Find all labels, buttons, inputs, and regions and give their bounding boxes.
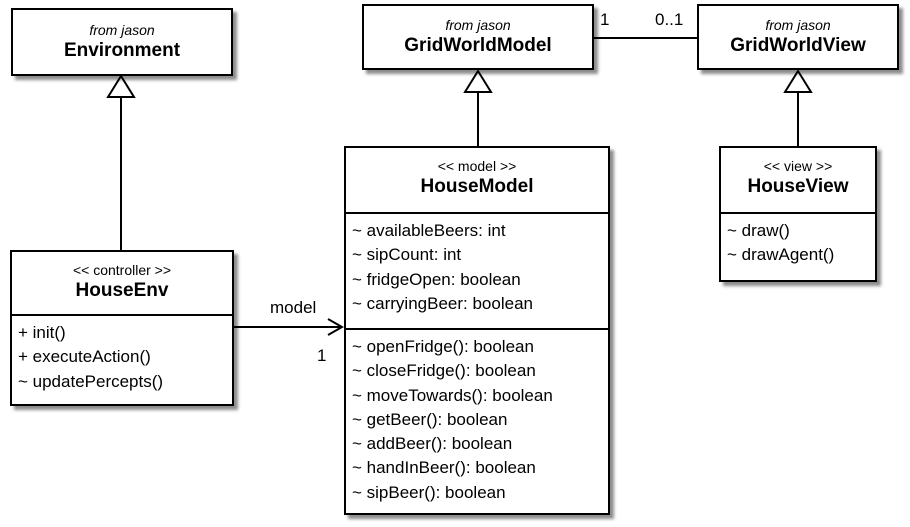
methods-section: + init() + executeAction() ~ updatePerce… xyxy=(12,314,232,394)
method: ~ draw() xyxy=(727,221,790,240)
method: ~ sipBeer(): boolean xyxy=(352,482,506,502)
method: ~ drawAgent() xyxy=(727,245,835,265)
class-name: Environment xyxy=(63,40,181,61)
method: ~ updatePercepts() xyxy=(18,371,164,391)
method: ~ openFridge(): boolean xyxy=(352,337,534,356)
method: ~ getBeer(): boolean xyxy=(352,409,508,429)
method: ~ addBeer(): boolean xyxy=(352,434,513,454)
class-stereotype: from jason xyxy=(765,17,831,33)
method: + init() xyxy=(18,323,66,342)
class-houseenv[interactable]: << controller >> HouseEnv + init() + exe… xyxy=(10,250,234,406)
association-arrowhead-env-model xyxy=(327,318,345,336)
class-stereotype: from jason xyxy=(89,22,155,38)
method: ~ moveTowards(): boolean xyxy=(352,385,553,405)
class-gridworldmodel[interactable]: from jason GridWorldModel xyxy=(362,4,594,70)
method: ~ closeFridge(): boolean xyxy=(352,361,536,381)
class-name: HouseEnv xyxy=(75,280,169,301)
class-housemodel[interactable]: << model >> HouseModel ~ availableBeers:… xyxy=(344,146,610,515)
attribute: ~ carryingBeer: boolean xyxy=(352,293,533,313)
multiplicity-housemodel-end: 1 xyxy=(317,346,327,365)
class-environment[interactable]: from jason Environment xyxy=(11,8,233,76)
attribute: ~ fridgeOpen: boolean xyxy=(352,269,521,289)
attribute: ~ sipCount: int xyxy=(352,245,462,265)
class-gridworldview[interactable]: from jason GridWorldView xyxy=(697,4,899,70)
class-houseview[interactable]: << view >> HouseView ~ draw() ~ drawAgen… xyxy=(719,146,877,282)
inheritance-arrowhead-environment xyxy=(106,74,136,98)
class-stereotype: << model >> xyxy=(437,158,517,174)
multiplicity-gridworldview-end: 0..1 xyxy=(655,10,684,29)
methods-section: ~ draw() ~ drawAgent() xyxy=(721,212,875,268)
methods-section: ~ openFridge(): boolean ~ closeFridge():… xyxy=(346,328,608,505)
association-role-label: model xyxy=(270,298,317,317)
class-name: HouseModel xyxy=(420,176,534,197)
method: + executeAction() xyxy=(18,347,151,367)
inheritance-arrowhead-gridworldview xyxy=(783,69,813,93)
class-name: GridWorldModel xyxy=(404,35,552,56)
method: ~ handInBeer(): boolean xyxy=(352,458,536,478)
inheritance-arrowhead-gridworldmodel xyxy=(463,69,493,93)
attributes-section: ~ availableBeers: int ~ sipCount: int ~ … xyxy=(346,212,608,328)
class-stereotype: from jason xyxy=(445,17,511,33)
class-stereotype: << controller >> xyxy=(72,262,172,278)
class-stereotype: << view >> xyxy=(763,158,833,174)
class-name: GridWorldView xyxy=(730,35,866,56)
multiplicity-gridworldmodel-end: 1 xyxy=(600,10,610,29)
class-name: HouseView xyxy=(747,176,849,197)
attribute: ~ availableBeers: int xyxy=(352,221,506,240)
